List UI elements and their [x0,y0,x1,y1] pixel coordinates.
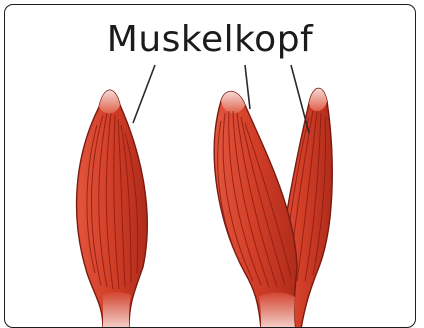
diagram-frame: Muskelkopf [4,4,416,328]
muscle-illustration [5,5,416,328]
single-head-muscle [77,90,148,328]
leader-line-left [133,65,155,123]
leader-line-middle [245,65,250,109]
leader-line-right [291,65,309,133]
first-muscle-head [214,92,297,328]
